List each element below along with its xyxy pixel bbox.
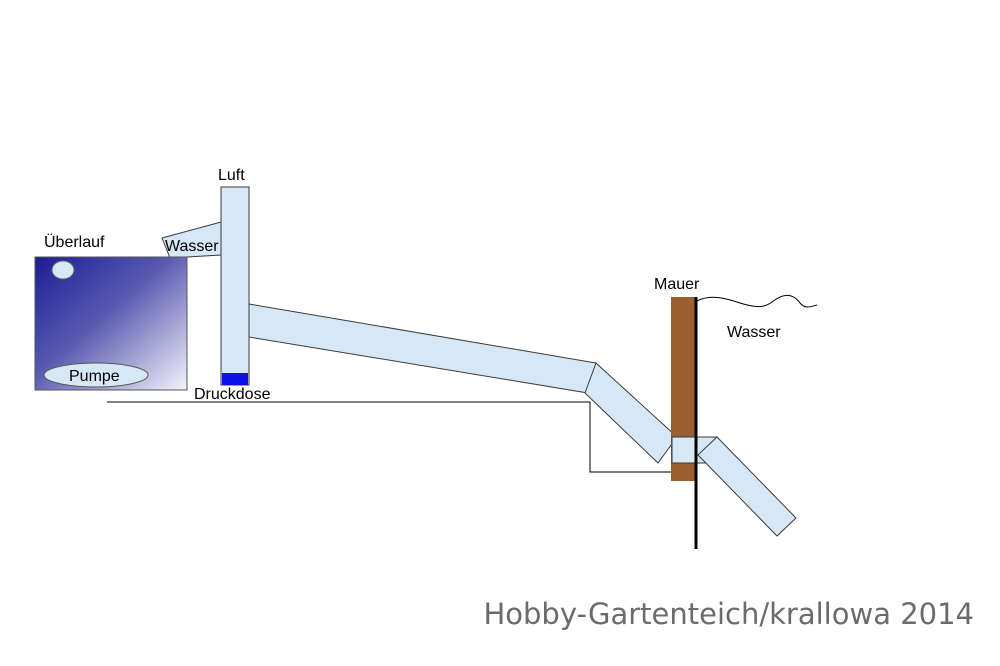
overflow-opening (51, 260, 75, 280)
pump-shape (43, 362, 149, 388)
label-wasser-right: Wasser (727, 324, 781, 341)
descending-pipe (584, 362, 678, 464)
label-wasser-left: Wasser (165, 238, 219, 255)
label-ueberlauf: Überlauf (44, 233, 105, 251)
label-luft: Luft (218, 167, 245, 184)
pressure-box (222, 373, 248, 385)
sloped-main-pipe (248, 303, 597, 394)
vertical-air-pipe (220, 186, 250, 386)
outlet-pipe (697, 436, 797, 537)
label-mauer: Mauer (654, 276, 700, 293)
label-pumpe: Pumpe (69, 368, 120, 385)
label-druckdose: Druckdose (194, 386, 271, 403)
water-surface-wave (696, 294, 818, 308)
control-cable (107, 401, 672, 473)
credit-text: Hobby-Gartenteich/krallowa 2014 (483, 597, 974, 631)
